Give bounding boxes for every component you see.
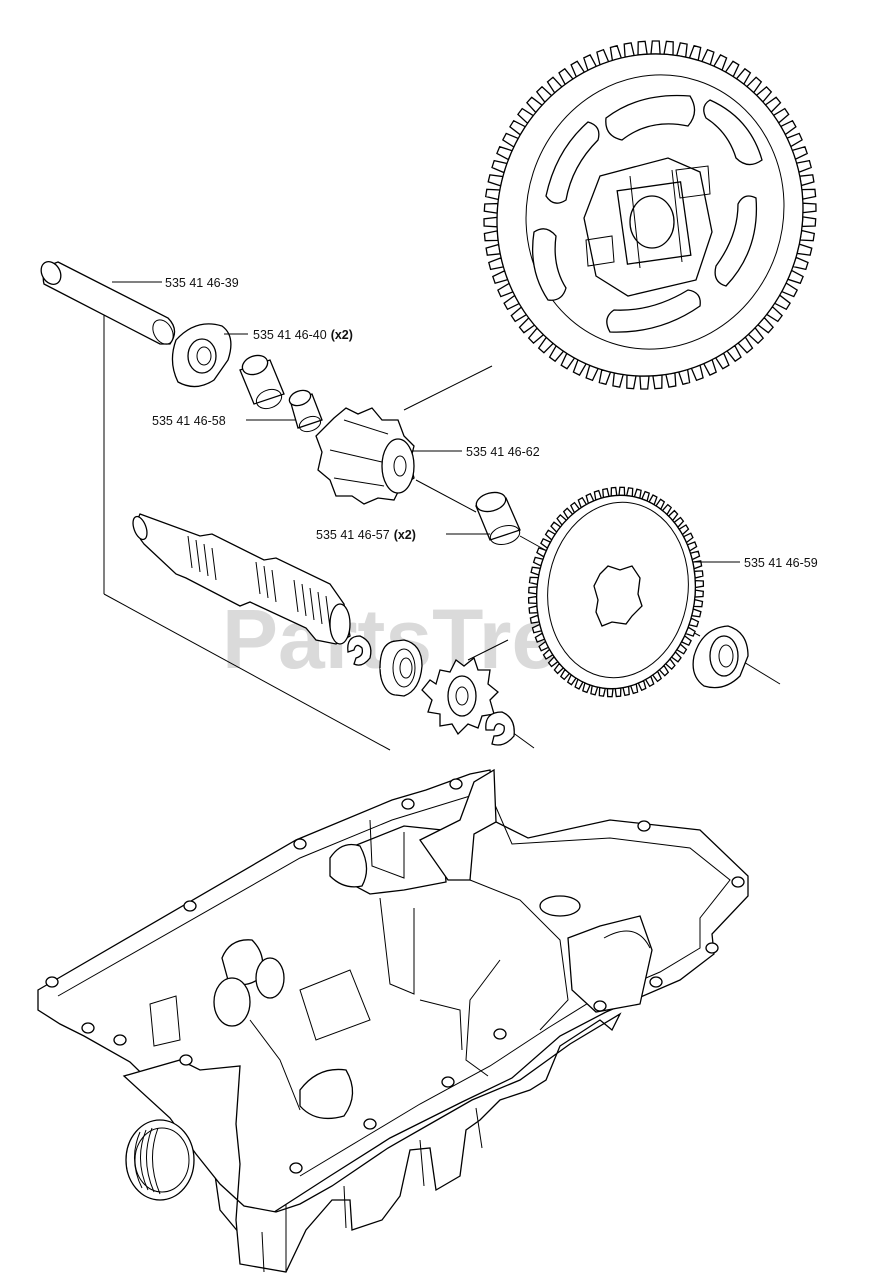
part-number-label: 535 41 46-59 xyxy=(744,556,818,570)
large-gear-teeth xyxy=(483,40,817,390)
retaining-clip-left xyxy=(347,635,372,666)
callout-535-41-46-62: 535 41 46-62 xyxy=(412,445,540,459)
callout-535-41-46-58: 535 41 46-58 xyxy=(152,414,296,428)
retaining-clip-right xyxy=(485,711,515,746)
flange-bolt-holes xyxy=(45,778,745,1174)
quantity-label: (x2) xyxy=(331,328,353,342)
callout-535-41-46-57: 535 41 46-57(x2) xyxy=(316,528,490,542)
shaft-part xyxy=(40,261,176,345)
part-number-label: 535 41 46-39 xyxy=(165,276,239,290)
transmission-housing xyxy=(37,768,749,1273)
bushing-upper xyxy=(239,354,285,410)
callout-535-41-46-59: 535 41 46-59 xyxy=(694,556,818,570)
medium-gear xyxy=(527,486,705,698)
splined-shaft xyxy=(132,513,351,645)
pinion-gear xyxy=(315,407,415,505)
quantity-label: (x2) xyxy=(394,528,416,542)
small-spur-gear xyxy=(421,656,499,736)
end-washer xyxy=(692,625,749,689)
bushing-57 xyxy=(475,491,521,546)
callout-535-41-46-39: 535 41 46-39 xyxy=(112,276,239,290)
ball-bearing xyxy=(379,639,423,697)
part-number-label: 535 41 46-58 xyxy=(152,414,226,428)
part-number-label: 535 41 46-40(x2) xyxy=(253,328,353,342)
thrust-washer xyxy=(171,323,232,388)
part-number-label: 535 41 46-62 xyxy=(466,445,540,459)
large-drive-gear xyxy=(483,40,817,390)
medium-gear-teeth xyxy=(527,486,705,698)
callout-535-41-46-40: 535 41 46-40(x2) xyxy=(224,328,353,342)
bushing-58 xyxy=(288,389,323,433)
part-number-label: 535 41 46-57(x2) xyxy=(316,528,416,542)
